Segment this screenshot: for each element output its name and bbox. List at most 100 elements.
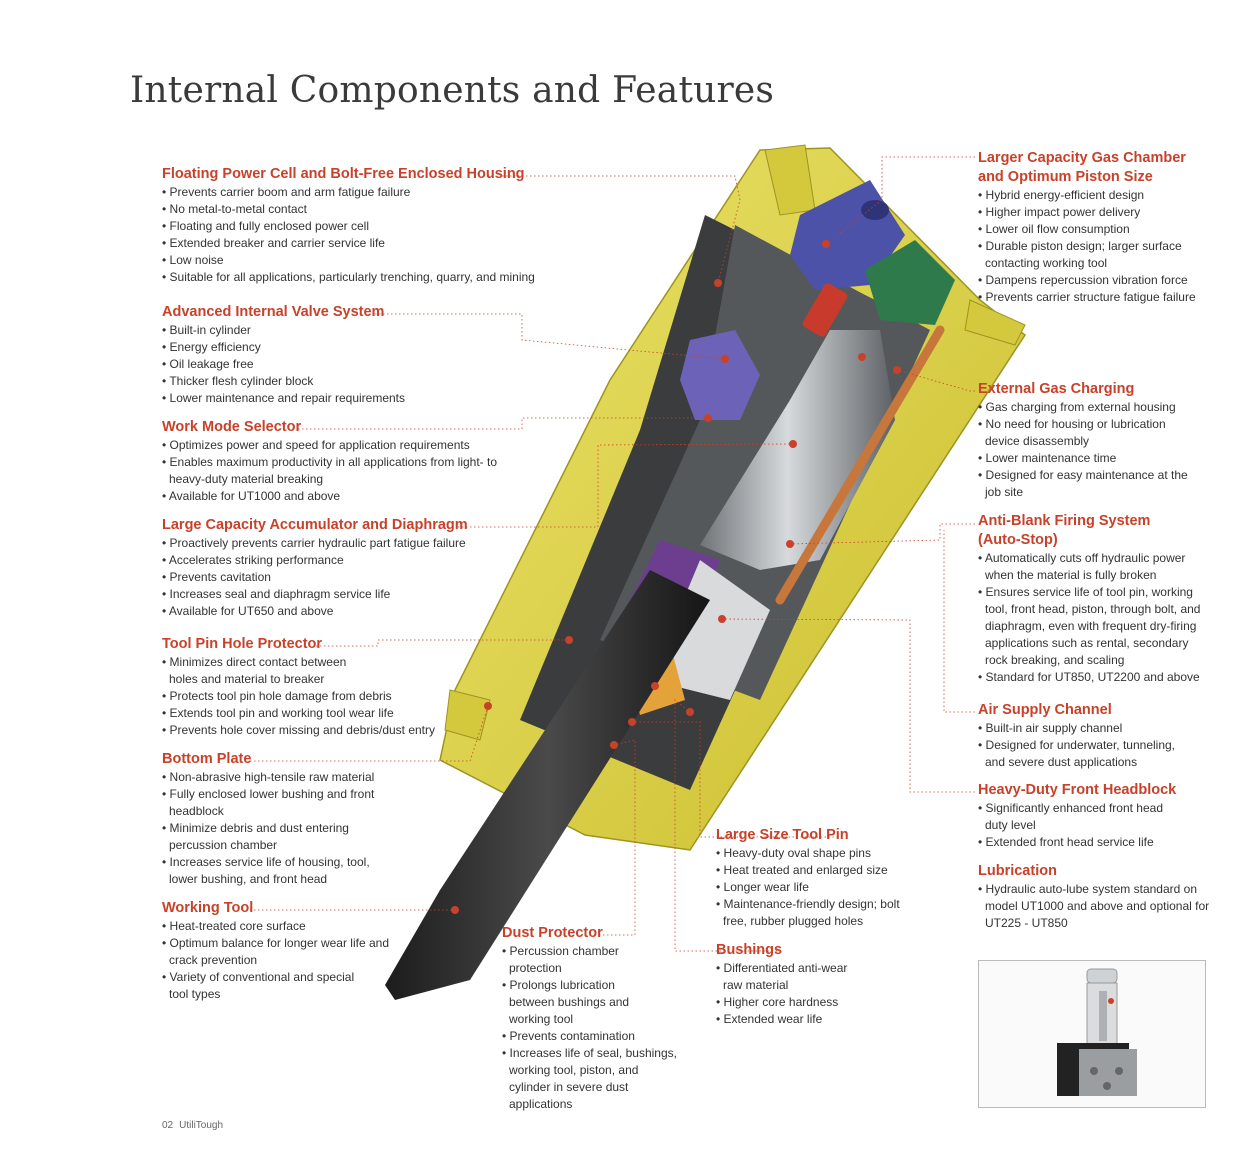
feature-title: Working Tool	[162, 900, 254, 916]
leader-lines	[250, 156, 975, 952]
feature-title: Lubrication	[978, 863, 1057, 879]
feature-item: Prevents contamination	[502, 1028, 677, 1045]
feature-item: Protects tool pin hole damage from debri…	[162, 688, 452, 705]
feature-item: Lower maintenance and repair requirement…	[162, 390, 462, 407]
feature-item: Prevents cavitation	[162, 569, 492, 586]
feature-item: Prolongs lubrication between bushings an…	[502, 977, 639, 1028]
lubrication-pump-image	[978, 960, 1206, 1108]
feature-item: Gas charging from external housing	[978, 399, 1198, 416]
feature-item: Dampens repercussion vibration force	[978, 272, 1208, 289]
feature-item: Fully enclosed lower bushing and front h…	[162, 786, 387, 820]
feature-valve-system: Advanced Internal Valve System Built-in …	[162, 303, 462, 407]
feature-working-tool: Working Tool Heat-treated core surface O…	[162, 899, 397, 1003]
feature-item: Extended front head service life	[978, 834, 1198, 851]
working-tool	[385, 570, 710, 1000]
feature-item: Differentiated anti-wear raw material	[716, 960, 863, 994]
feature-tool-pin-hole: Tool Pin Hole Protector Minimizes direct…	[162, 635, 452, 739]
feature-item: Designed for easy maintenance at the job…	[978, 467, 1200, 501]
feature-item: Optimizes power and speed for applicatio…	[162, 437, 512, 454]
feature-dust-protector: Dust Protector Percussion chamber protec…	[502, 924, 677, 1113]
feature-item: Standard for UT850, UT2200 and above	[978, 669, 1208, 686]
brand-name: UtiliTough	[179, 1120, 224, 1131]
feature-title: Advanced Internal Valve System	[162, 304, 385, 320]
feature-item: Energy efficiency	[162, 339, 462, 356]
feature-title: Bushings	[716, 942, 783, 958]
feature-title: External Gas Charging	[978, 381, 1135, 397]
feature-bottom-plate: Bottom Plate Non-abrasive high-tensile r…	[162, 750, 387, 888]
feature-item: Minimize debris and dust entering percus…	[162, 820, 387, 854]
feature-title: Anti-Blank Firing System (Auto-Stop)	[978, 513, 1151, 548]
feature-item: Extended wear life	[716, 1011, 866, 1028]
feature-item: Oil leakage free	[162, 356, 462, 373]
feature-title: Floating Power Cell and Bolt-Free Enclos…	[162, 166, 525, 182]
feature-item: Enables maximum productivity in all appl…	[162, 454, 512, 488]
feature-item: Non-abrasive high-tensile raw material	[162, 769, 387, 786]
feature-item: Accelerates striking performance	[162, 552, 492, 569]
feature-item: Significantly enhanced front head duty l…	[978, 800, 1180, 834]
feature-item: Proactively prevents carrier hydraulic p…	[162, 535, 492, 552]
feature-title: Larger Capacity Gas Chamber and Optimum …	[978, 150, 1186, 185]
feature-item: Increases seal and diaphragm service lif…	[162, 586, 492, 603]
feature-item: Prevents carrier boom and arm fatigue fa…	[162, 184, 562, 201]
feature-item: No metal-to-metal contact	[162, 201, 562, 218]
callout-dots	[451, 240, 901, 914]
feature-item: Low noise	[162, 252, 562, 269]
feature-title: Heavy-Duty Front Headblock	[978, 782, 1177, 798]
feature-item: Lower oil flow consumption	[978, 221, 1208, 238]
feature-anti-blank: Anti-Blank Firing System (Auto-Stop) Aut…	[978, 512, 1208, 686]
feature-item: Suitable for all applications, particula…	[162, 269, 562, 286]
feature-title: Work Mode Selector	[162, 419, 302, 435]
feature-title: Air Supply Channel	[978, 702, 1112, 718]
feature-item: Thicker flesh cylinder block	[162, 373, 462, 390]
feature-item: Heat treated and enlarged size	[716, 862, 901, 879]
page-number: 02	[162, 1120, 174, 1131]
feature-tool-pin: Large Size Tool Pin Heavy-duty oval shap…	[716, 826, 901, 930]
feature-item: Extended breaker and carrier service lif…	[162, 235, 562, 252]
valve-part	[680, 330, 760, 420]
charging-valve-part	[802, 283, 848, 337]
feature-item: Higher impact power delivery	[978, 204, 1208, 221]
feature-item: Hydraulic auto-lube system standard on m…	[978, 881, 1210, 932]
feature-floating-power-cell: Floating Power Cell and Bolt-Free Enclos…	[162, 165, 562, 286]
feature-item: Ensures service life of tool pin, workin…	[978, 584, 1208, 669]
feature-item: Extends tool pin and working tool wear l…	[162, 705, 452, 722]
feature-item: Increases life of seal, bushings, workin…	[502, 1045, 677, 1113]
feature-item: Higher core hardness	[716, 994, 866, 1011]
feature-headblock: Heavy-Duty Front Headblock Significantly…	[978, 781, 1198, 851]
copper-pipe	[775, 325, 945, 605]
feature-item: Prevents hole cover missing and debris/d…	[162, 722, 452, 739]
page-title: Internal Components and Features	[130, 70, 775, 111]
feature-item: Hybrid energy-efficient design	[978, 187, 1208, 204]
feature-title: Dust Protector	[502, 925, 603, 941]
valve-cap-part	[865, 240, 955, 325]
feature-title: Tool Pin Hole Protector	[162, 636, 323, 652]
feature-item: Available for UT650 and above	[162, 603, 492, 620]
feature-item: Durable piston design; larger surface co…	[978, 238, 1208, 272]
feature-item: Maintenance-friendly design; bolt free, …	[716, 896, 901, 930]
feature-gas-charging: External Gas Charging Gas charging from …	[978, 380, 1198, 501]
feature-item: Increases service life of housing, tool,…	[162, 854, 387, 888]
feature-item: Optimum balance for longer wear life and…	[162, 935, 397, 969]
feature-gas-chamber: Larger Capacity Gas Chamber and Optimum …	[978, 149, 1208, 306]
feature-title: Large Capacity Accumulator and Diaphragm	[162, 517, 468, 533]
feature-title: Large Size Tool Pin	[716, 827, 849, 843]
feature-work-mode: Work Mode Selector Optimizes power and s…	[162, 418, 512, 505]
lube-pump-icon	[1057, 968, 1137, 1096]
feature-item: Built-in cylinder	[162, 322, 462, 339]
feature-item: Minimizes direct contact between holes a…	[162, 654, 369, 688]
feature-item: Longer wear life	[716, 879, 901, 896]
feature-item: Automatically cuts off hydraulic power w…	[978, 550, 1210, 584]
feature-air-supply: Air Supply Channel Built-in air supply c…	[978, 701, 1193, 771]
feature-bushings: Bushings Differentiated anti-wear raw ma…	[716, 941, 866, 1028]
page-footer: 02 UtiliTough	[162, 1120, 229, 1131]
feature-item: Lower maintenance time	[978, 450, 1198, 467]
feature-item: Variety of conventional and special tool…	[162, 969, 369, 1003]
feature-item: Heavy-duty oval shape pins	[716, 845, 901, 862]
feature-item: Prevents carrier structure fatigue failu…	[978, 289, 1208, 306]
feature-title: Bottom Plate	[162, 751, 252, 767]
piston-part	[700, 330, 895, 570]
feature-lubrication: Lubrication Hydraulic auto-lube system s…	[978, 862, 1210, 932]
feature-item: Built-in air supply channel	[978, 720, 1193, 737]
feature-item: Percussion chamber protection	[502, 943, 639, 977]
